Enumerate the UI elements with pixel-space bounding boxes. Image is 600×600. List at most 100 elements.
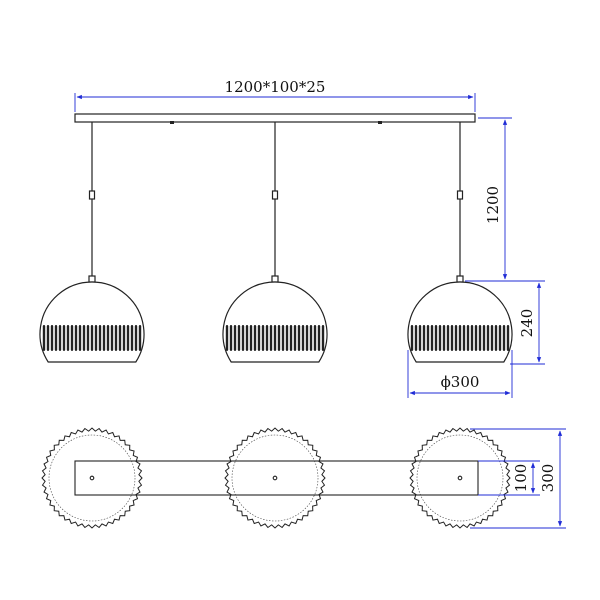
shade-slot (442, 325, 446, 351)
plan-fixing-hole (272, 475, 278, 481)
shade-slot (470, 325, 474, 351)
canopy-fixing-point (170, 121, 174, 124)
shade-slot (446, 325, 450, 351)
pendant-right (456, 122, 464, 283)
shade-left (39, 281, 145, 363)
shade-slot (474, 325, 478, 351)
shade-slot (58, 325, 62, 351)
shade-slot (301, 325, 305, 351)
plan-shade-right (409, 427, 511, 529)
shade-slot (450, 325, 454, 351)
shade-outline (39, 281, 145, 363)
shade-slot (110, 325, 114, 351)
dim-overall-depth-label: 300 (539, 464, 557, 493)
shade-slot (62, 325, 66, 351)
shade-slot (494, 325, 498, 351)
shade-slot (70, 325, 74, 351)
shade-slot (502, 325, 506, 351)
shade-slot (490, 325, 494, 351)
shade-slot (98, 325, 102, 351)
shade-slot (114, 325, 118, 351)
dim-shade-height-label: 240 (518, 309, 536, 338)
cable-gripper (88, 190, 96, 200)
shade-slot (106, 325, 110, 351)
dimensions (74, 93, 566, 529)
shade-slot (50, 325, 54, 351)
shade-slot (78, 325, 82, 351)
shade-slot (506, 325, 510, 351)
shade-slot (126, 325, 130, 351)
canopy-fixing-point (378, 121, 382, 124)
shade-slot (86, 325, 90, 351)
plan-fixing-hole (457, 475, 463, 481)
shade-slot (309, 325, 313, 351)
dim-shade-diameter-label: ϕ300 (441, 373, 480, 391)
shade-slot (281, 325, 285, 351)
plan-shade-inner-ring (231, 434, 319, 522)
shade-slot (289, 325, 293, 351)
shade-slot (426, 325, 430, 351)
dim-canopy-depth-label: 100 (512, 464, 530, 493)
shade-slot (253, 325, 257, 351)
shade-slot (462, 325, 466, 351)
shade-slot (434, 325, 438, 351)
plan-shade-outline (409, 427, 511, 529)
front-elevation (39, 113, 513, 363)
shade-slot (74, 325, 78, 351)
shade-slot (46, 325, 50, 351)
plan-shade-inner-ring (416, 434, 504, 522)
shade-slot (305, 325, 309, 351)
plan-canopy-bar (74, 460, 479, 496)
shade-slot (241, 325, 245, 351)
shade-middle (222, 281, 328, 363)
cable-gripper (271, 190, 279, 200)
shade-slot (229, 325, 233, 351)
plan-shade-outline (41, 427, 143, 529)
shade-slot (273, 325, 277, 351)
shade-slot (130, 325, 134, 351)
shade-slot (237, 325, 241, 351)
shade-slot (118, 325, 122, 351)
shade-slot (430, 325, 434, 351)
plan-shade-outline (224, 427, 326, 529)
shade-slot (297, 325, 301, 351)
shade-slot (122, 325, 126, 351)
shade-outline (407, 281, 513, 363)
shade-slot (134, 325, 138, 351)
plan-shade-left (41, 427, 143, 529)
shade-slot (438, 325, 442, 351)
shade-slot (454, 325, 458, 351)
shade-slot (257, 325, 261, 351)
shade-slot (54, 325, 58, 351)
shade-slot (265, 325, 269, 351)
shade-slot (90, 325, 94, 351)
plan-fixing-hole (89, 475, 95, 481)
shade-slot (285, 325, 289, 351)
shade-slot (482, 325, 486, 351)
shade-slot (478, 325, 482, 351)
plan-view (41, 427, 511, 529)
shade-slot (82, 325, 86, 351)
dim-drop-label: 1200 (484, 186, 502, 224)
dim-canopy-size-label: 1200*100*25 (225, 78, 326, 96)
shade-slot (277, 325, 281, 351)
shade-slot (486, 325, 490, 351)
shade-outline (222, 281, 328, 363)
shade-slot (418, 325, 422, 351)
shade-slot (138, 325, 142, 351)
pendant-left (88, 122, 96, 283)
pendant-middle (271, 122, 279, 283)
plan-shade-inner-ring (48, 434, 136, 522)
shade-slot (233, 325, 237, 351)
shade-slot (422, 325, 426, 351)
shade-slot (466, 325, 470, 351)
shade-slot (458, 325, 462, 351)
shade-slot (321, 325, 325, 351)
cable-gripper (456, 190, 464, 200)
shade-slot (414, 325, 418, 351)
shade-slot (225, 325, 229, 351)
shade-slot (269, 325, 273, 351)
plan-shade-middle (224, 427, 326, 529)
shade-cap (271, 275, 279, 283)
